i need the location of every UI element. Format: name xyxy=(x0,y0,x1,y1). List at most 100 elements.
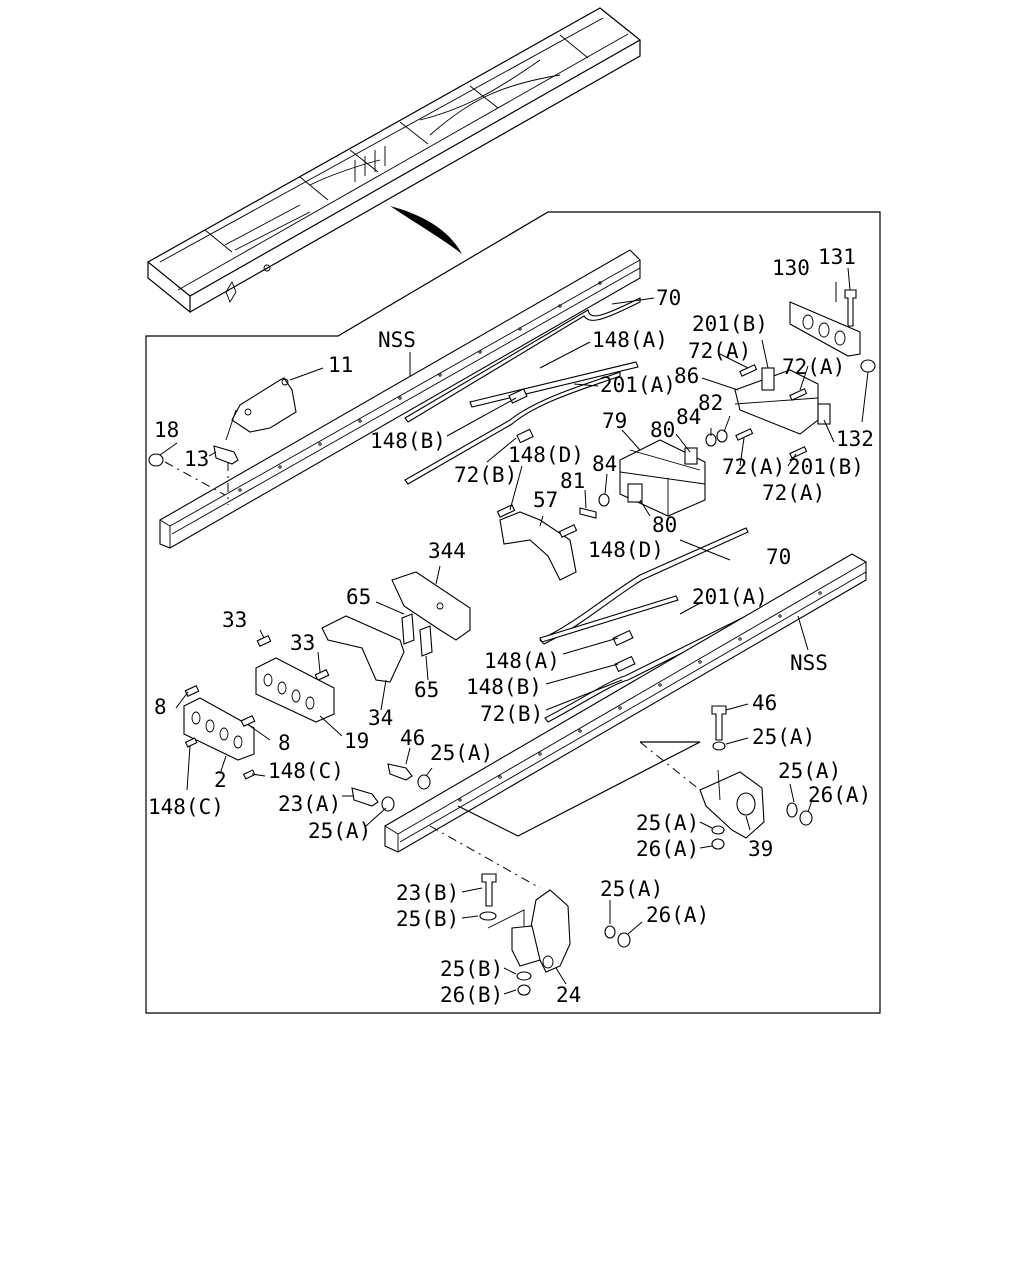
label-82: 82 xyxy=(698,391,723,415)
washer-25a-left-1 xyxy=(417,774,431,790)
label-11: 11 xyxy=(328,353,353,377)
washer-25a-front xyxy=(604,925,616,939)
label-72b-1: 72(B) xyxy=(454,463,517,487)
shim-72a-1 xyxy=(739,364,758,377)
washer-25b-2 xyxy=(516,971,532,981)
label-2: 2 xyxy=(214,768,227,792)
label-72b-2: 72(B) xyxy=(480,702,543,726)
nut-82 xyxy=(716,429,728,443)
washer-84-lower xyxy=(598,493,610,507)
nut-18 xyxy=(148,453,164,467)
label-8-b: 8 xyxy=(278,731,291,755)
label-nss-bottom: NSS xyxy=(790,651,828,675)
label-25a-2: 25(A) xyxy=(308,819,371,843)
label-23b: 23(B) xyxy=(396,881,459,905)
label-70-top: 70 xyxy=(656,286,681,310)
label-148c-2: 148(C) xyxy=(148,795,224,819)
nut-26b xyxy=(517,984,531,996)
label-25a-4: 25(A) xyxy=(778,759,841,783)
bolt-46-left xyxy=(387,763,413,781)
bracket-11 xyxy=(225,377,297,441)
label-80-lower: 80 xyxy=(652,513,677,537)
label-24: 24 xyxy=(556,983,581,1007)
bolt-131 xyxy=(844,289,857,327)
label-84-upper: 84 xyxy=(676,405,701,429)
label-33-a: 33 xyxy=(222,608,247,632)
label-72a-1: 72(A) xyxy=(688,339,751,363)
label-39: 39 xyxy=(748,837,773,861)
label-19: 19 xyxy=(344,729,369,753)
label-26a-1: 26(A) xyxy=(808,783,871,807)
label-344: 344 xyxy=(428,539,466,563)
nut-26a-front xyxy=(617,932,631,948)
washer-25a-left-2 xyxy=(381,796,395,812)
label-13: 13 xyxy=(184,447,209,471)
label-81: 81 xyxy=(560,469,585,493)
label-72a-4: 72(A) xyxy=(762,481,825,505)
bolt-13 xyxy=(213,445,239,465)
upper-frame-rail xyxy=(159,249,641,549)
label-65-b: 65 xyxy=(414,678,439,702)
label-46-left: 46 xyxy=(400,726,425,750)
label-25a-3: 25(A) xyxy=(752,725,815,749)
label-70-mid: 70 xyxy=(766,545,791,569)
label-26a-3: 26(A) xyxy=(646,903,709,927)
label-34: 34 xyxy=(368,706,393,730)
label-79: 79 xyxy=(602,409,627,433)
washer-25a-right-1 xyxy=(712,741,726,751)
label-132: 132 xyxy=(836,427,874,451)
callout-labels: NSS 70 148(A) 201(A) 148(B) 72(B) 148(D)… xyxy=(148,245,874,1007)
bolt-81 xyxy=(579,507,597,519)
label-65-a: 65 xyxy=(346,585,371,609)
spring-bracket-24 xyxy=(487,889,571,973)
bracket-130 xyxy=(789,301,861,357)
label-25b-2: 25(B) xyxy=(440,957,503,981)
crossmember-2 xyxy=(183,697,255,761)
shim-72a-3 xyxy=(735,428,754,441)
washer-25a-right-2 xyxy=(786,802,798,818)
lower-reinforcement-plates xyxy=(539,527,749,723)
label-8-a: 8 xyxy=(154,695,167,719)
upper-reinforcement-plates xyxy=(404,297,641,485)
label-201a-1: 201(A) xyxy=(600,373,676,397)
label-201b-1: 201(B) xyxy=(692,312,768,336)
bolt-23a xyxy=(351,787,379,807)
label-57: 57 xyxy=(533,488,558,512)
nut-26a-right-2 xyxy=(711,838,725,850)
shim-148c-b xyxy=(242,769,256,780)
label-25b-1: 25(B) xyxy=(396,907,459,931)
label-33-b: 33 xyxy=(290,631,315,655)
label-148a-1: 148(A) xyxy=(592,328,668,352)
stay-65-b xyxy=(419,625,433,657)
bolt-46-right xyxy=(711,705,727,741)
label-148d-2: 148(D) xyxy=(588,538,664,562)
label-201a-2: 201(A) xyxy=(692,585,768,609)
shim-33-a xyxy=(256,635,272,647)
label-18: 18 xyxy=(154,418,179,442)
nut-132 xyxy=(860,359,876,373)
crossmember-86 xyxy=(734,367,831,435)
label-148a-2: 148(A) xyxy=(484,649,560,673)
label-148b-2: 148(B) xyxy=(466,675,542,699)
bolt-23b xyxy=(481,873,497,907)
label-86: 86 xyxy=(674,364,699,388)
washer-25a-right-3 xyxy=(711,825,725,835)
stay-65-a xyxy=(401,613,415,645)
shim-148c-a xyxy=(184,737,198,748)
label-26b: 26(B) xyxy=(440,983,503,1007)
label-148d-1: 148(D) xyxy=(508,443,584,467)
label-25a-1: 25(A) xyxy=(430,741,493,765)
label-26a-2: 26(A) xyxy=(636,837,699,861)
crossmember-19 xyxy=(255,657,335,723)
bracket-57 xyxy=(496,504,578,581)
label-84-lower: 84 xyxy=(592,452,617,476)
crossmember-34 xyxy=(321,615,405,683)
label-148c-1: 148(C) xyxy=(268,759,344,783)
shim-72a-4 xyxy=(789,446,808,459)
shim-33-b xyxy=(314,669,330,681)
label-25a-6: 25(A) xyxy=(600,877,663,901)
label-72a-2: 72(A) xyxy=(782,355,845,379)
detail-border xyxy=(145,211,881,1014)
spring-bracket-39 xyxy=(699,769,765,839)
